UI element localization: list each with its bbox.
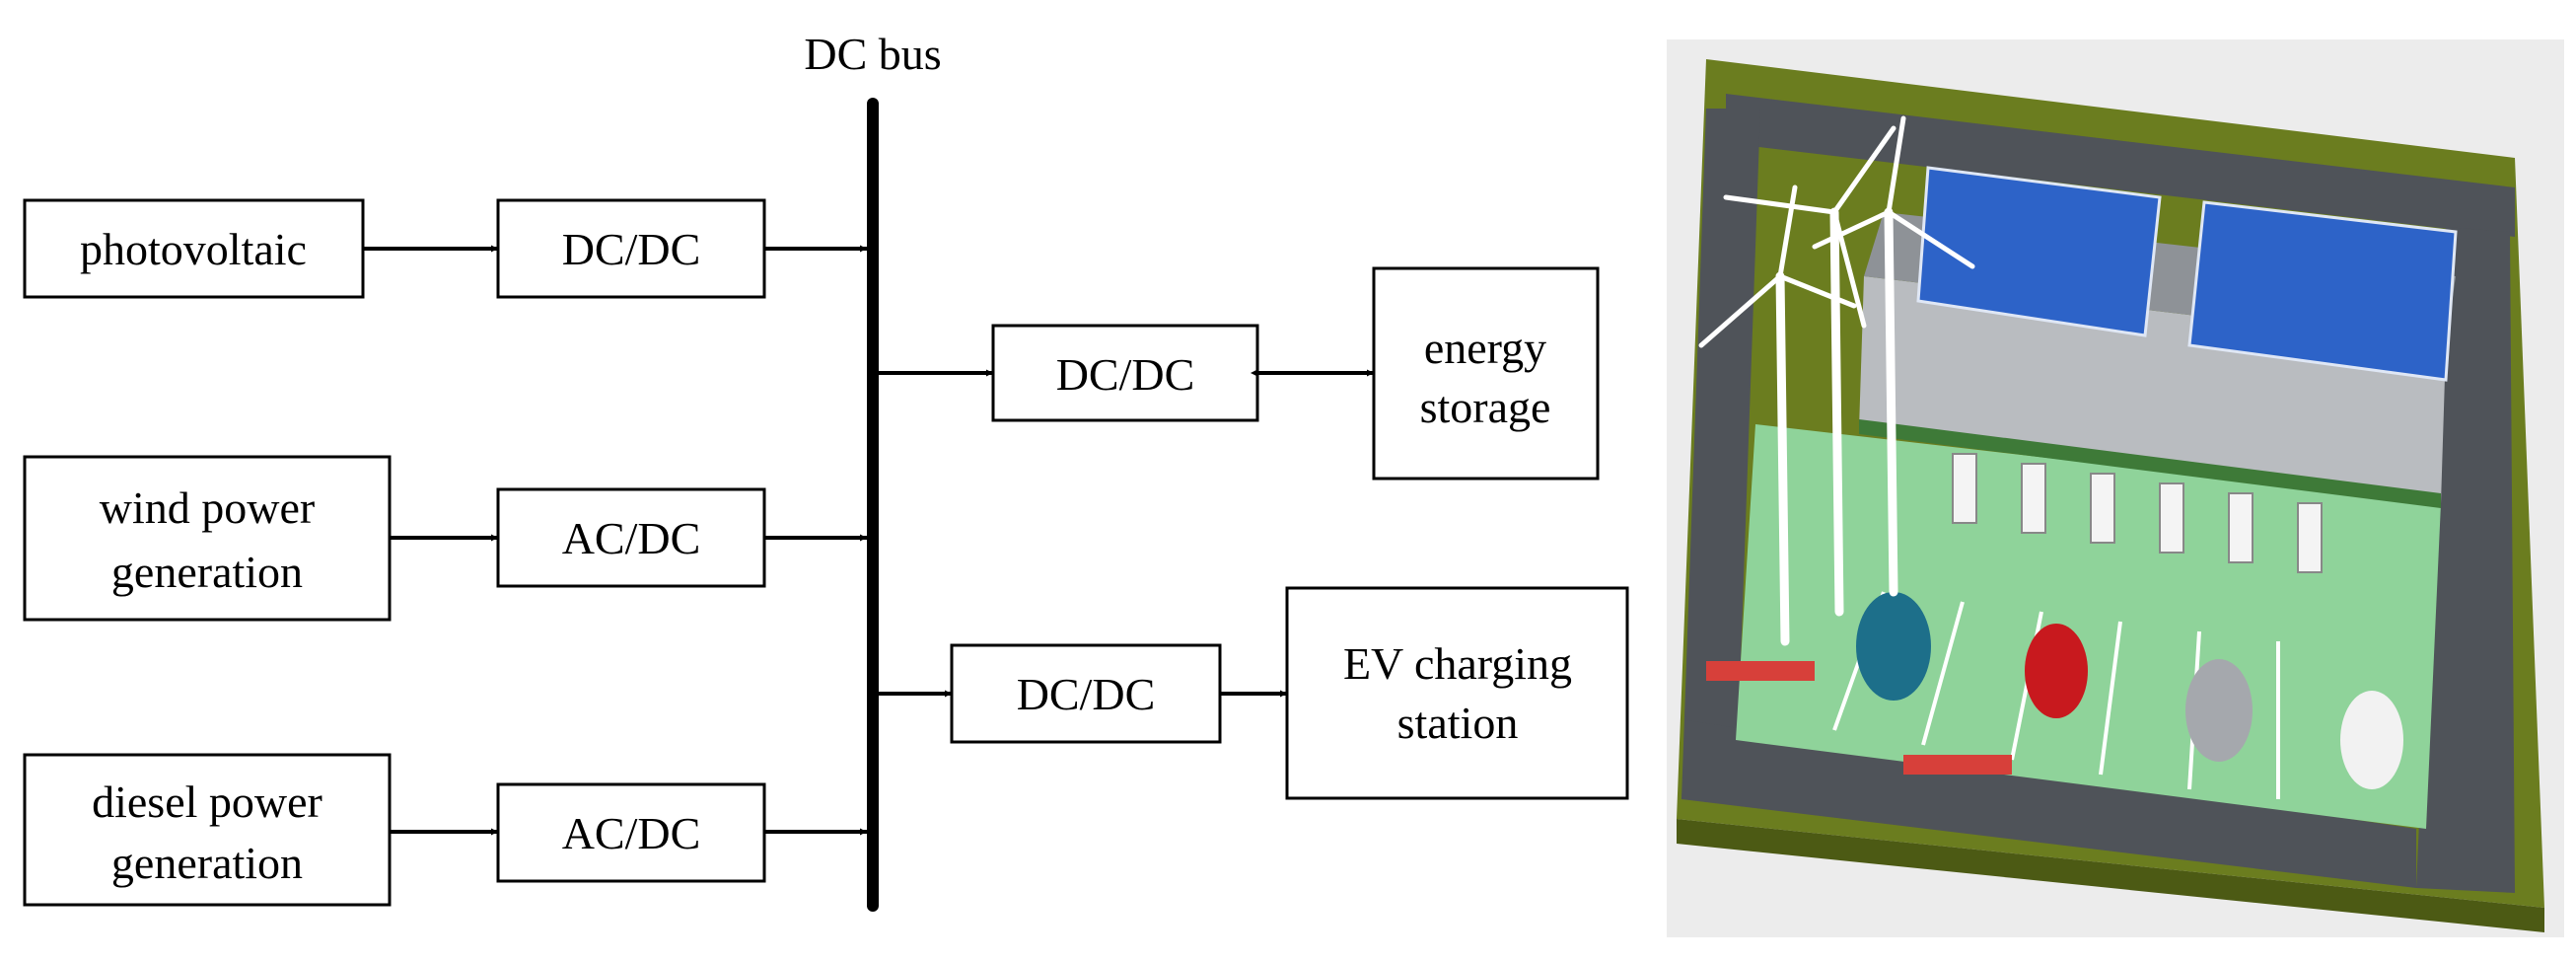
car-red — [2025, 624, 2088, 718]
wind-converter-box — [496, 487, 766, 588]
road-left — [1682, 109, 1760, 799]
energy-storage-label-line1: energy — [1424, 323, 1546, 373]
storage-branch: DC/DC energy storage — [872, 266, 1600, 481]
source-photovoltaic: photovoltaic DC/DC — [23, 198, 867, 299]
dc-microgrid-diagram: DC bus photovoltaic DC/DC wind power gen… — [23, 29, 1629, 912]
wind-converter-label: AC/DC — [562, 513, 701, 563]
storage-converter-label: DC/DC — [1056, 349, 1195, 400]
car-white — [2340, 691, 2403, 789]
energy-storage-label-line2: storage — [1420, 382, 1551, 432]
storage-converter-box — [991, 324, 1259, 422]
turbine-blades — [1698, 115, 1975, 348]
diesel-converter-box — [496, 782, 766, 883]
charging-station-illustration — [1667, 39, 2564, 937]
road-top — [1726, 94, 2515, 237]
photovoltaic-converter-box — [496, 198, 766, 299]
barrier-2 — [1903, 755, 2012, 775]
car-teal — [1856, 592, 1931, 701]
ev-charging-station-label-line1: EV charging — [1343, 638, 1572, 689]
diesel-converter-label: AC/DC — [562, 808, 701, 858]
charging-converter-label: DC/DC — [1017, 669, 1156, 719]
charging-converter-box — [950, 643, 1222, 744]
photovoltaic-label: photovoltaic — [80, 224, 307, 274]
diesel-power-box — [23, 753, 392, 907]
diesel-power-label-line1: diesel power — [92, 777, 322, 827]
charger-posts — [1952, 453, 2323, 573]
source-diesel: diesel power generation AC/DC — [23, 753, 867, 907]
ev-charging-station-label-line2: station — [1397, 698, 1519, 748]
photovoltaic-converter-label: DC/DC — [562, 224, 701, 274]
base-edge — [1677, 819, 2544, 932]
wind-power-label-line2: generation — [111, 547, 303, 597]
dc-bus-label: DC bus — [804, 29, 941, 79]
energy-storage-box — [1372, 266, 1600, 481]
wind-power-box — [23, 455, 392, 622]
green-roof-strip — [1859, 419, 2441, 508]
road-bottom — [1682, 720, 2416, 888]
parking-lot — [1736, 424, 2441, 829]
solar-panel-array-2 — [2187, 200, 2458, 382]
barrier-1 — [1706, 661, 1815, 681]
diesel-power-label-line2: generation — [111, 838, 303, 888]
solar-panel-array-1 — [1916, 166, 2162, 337]
charging-branch: DC/DC EV charging station — [879, 586, 1629, 800]
ev-charging-station-box — [1285, 586, 1629, 800]
wind-turbines — [1775, 207, 1898, 646]
source-wind: wind power generation AC/DC — [23, 455, 867, 622]
wind-power-label-line1: wind power — [100, 482, 315, 533]
car-silver — [2185, 659, 2253, 762]
